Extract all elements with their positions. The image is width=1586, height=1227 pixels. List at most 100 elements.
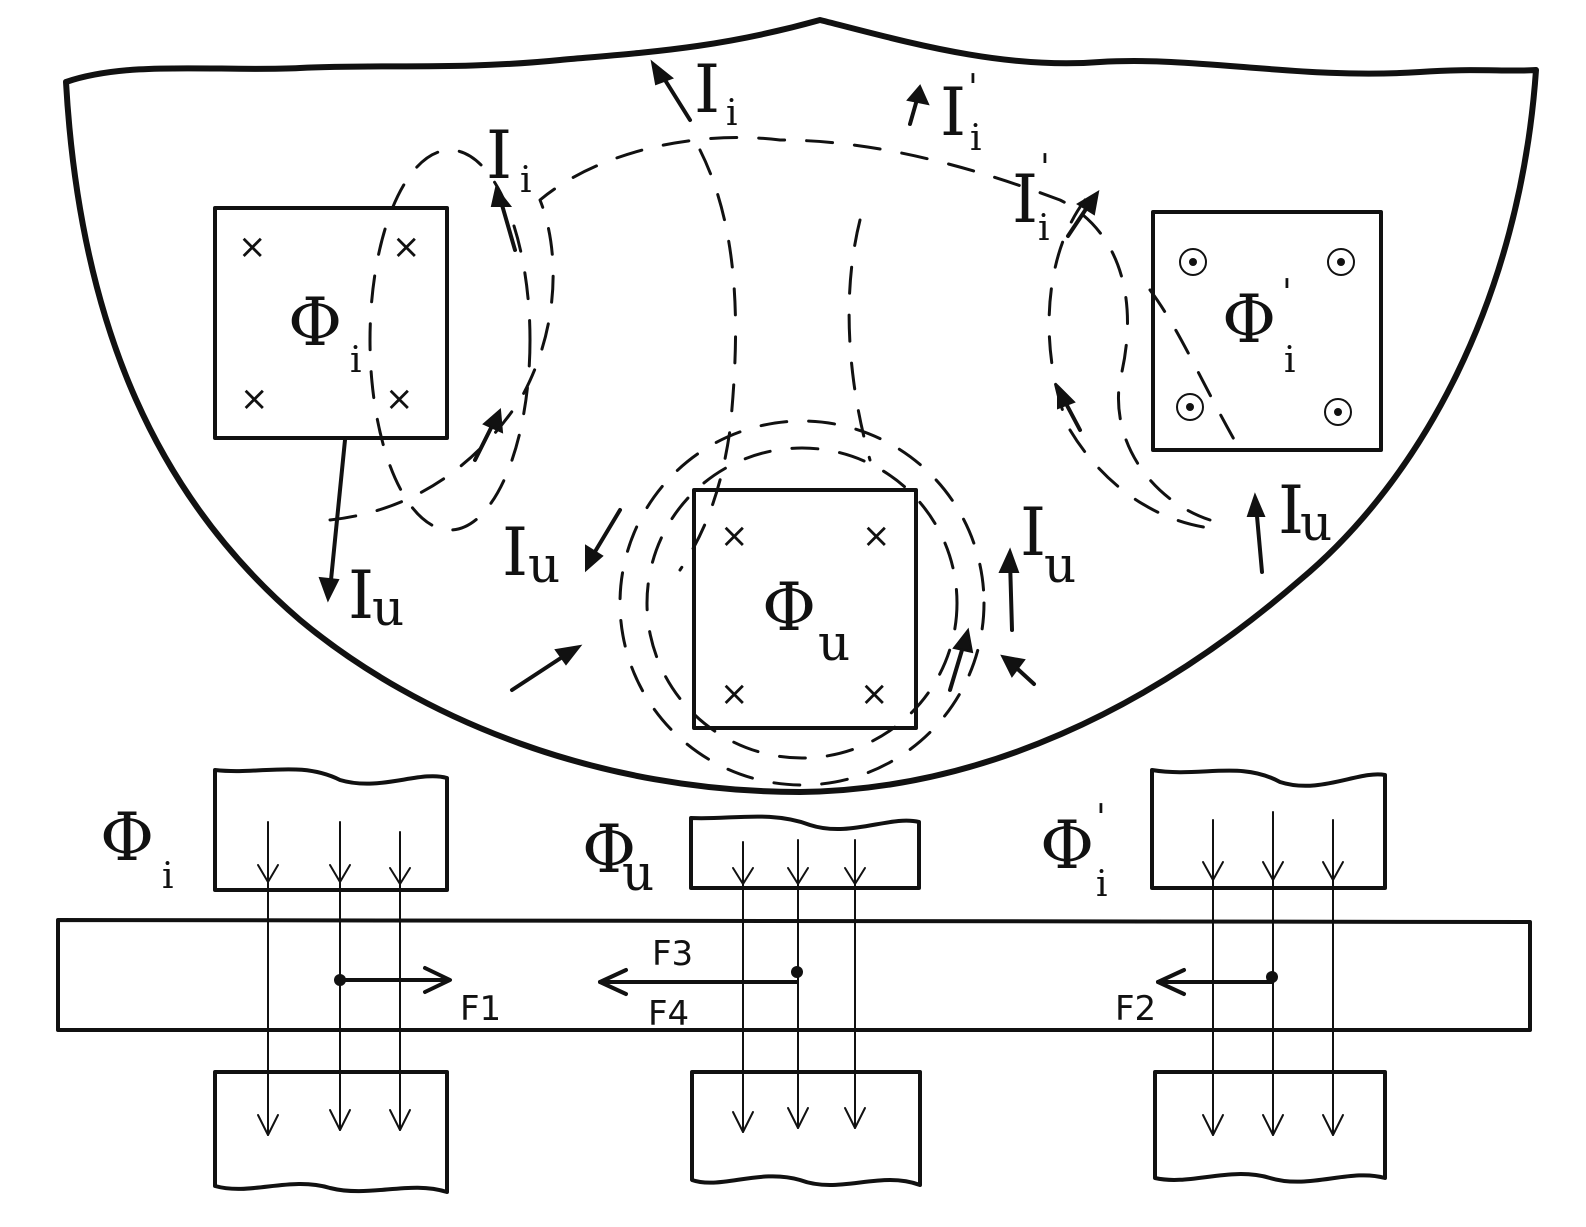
phi-i-lower-subscript: i	[162, 856, 174, 897]
flux-arrow-head	[257, 1114, 279, 1136]
pole-square-phi-i-prime	[1151, 210, 1383, 452]
I-i-left-label: I	[486, 117, 512, 194]
phi-i-prime-lower-label: Φ	[1040, 807, 1094, 884]
I-u-right-label: I	[1278, 472, 1304, 549]
I-i-top-label: I	[694, 51, 720, 128]
arrow-head	[650, 59, 674, 86]
upper-eddy-path	[328, 136, 1212, 522]
out-of-page-mark	[1324, 398, 1352, 426]
force-label-f3: F3	[652, 934, 693, 974]
flux-arrow-head	[1262, 861, 1284, 881]
flux-arrow-head	[787, 1107, 809, 1129]
eddy-current-loops	[328, 136, 1242, 787]
arrow-head	[554, 644, 583, 666]
left-eddy-loop	[368, 148, 532, 532]
right-inner-path	[1148, 288, 1242, 452]
phi-i-prime-upper-pole	[1150, 768, 1387, 890]
arrow-head	[490, 185, 513, 207]
arrow-head	[585, 544, 604, 573]
arrow-head	[1246, 492, 1266, 517]
phi-i-lower-pole	[213, 1070, 449, 1194]
flux-arrow-head	[1202, 861, 1224, 881]
force-arrow-head	[598, 968, 628, 996]
phi-i-label: Φ	[288, 284, 342, 361]
arrow-head	[1076, 190, 1100, 216]
out-of-page-dot	[1337, 258, 1345, 266]
cross-mark: ×	[860, 674, 889, 714]
phi-i-lower-label: Φ	[100, 799, 154, 876]
arrow-head	[906, 84, 930, 106]
pole-square-phi-i	[213, 206, 449, 440]
I-i-left-subscript: i	[520, 160, 532, 201]
phi-u-subscript: u	[818, 614, 850, 672]
out-of-page-dot	[1186, 403, 1194, 411]
center-right-path	[847, 218, 872, 462]
phi-u-upper-pole	[689, 814, 921, 890]
current-arrow	[328, 438, 347, 592]
phi-i-prime-lower-mark: '	[1096, 798, 1106, 839]
I-u-center-left-subscript: u	[528, 536, 560, 594]
disc-outline	[63, 17, 1539, 795]
phi-i-prime-lower-pole	[1153, 1070, 1387, 1184]
phi-u-label: Φ	[762, 569, 816, 646]
cross-mark: ×	[385, 379, 414, 419]
out-of-page-mark	[1327, 248, 1355, 276]
current-arrow	[510, 650, 572, 692]
right-eddy-path	[1047, 198, 1212, 530]
out-of-page-dot	[1189, 258, 1197, 266]
I-u-center-right-label: I	[1020, 494, 1046, 571]
flux-arrow-head	[787, 867, 809, 885]
I-i-prime-top-label: I	[940, 74, 966, 151]
flux-arrow-head	[329, 1109, 351, 1131]
I-u-center-left-label: I	[502, 514, 528, 591]
arrow-head	[1057, 383, 1076, 410]
dot-markers	[1176, 248, 1355, 426]
force-arrow-head	[1156, 968, 1186, 996]
cross-markers: × × × × × × × ×	[238, 227, 891, 714]
phi-i-prime-mark: '	[1282, 273, 1292, 314]
I-i-prime-top-mark: '	[968, 68, 978, 109]
I-i-prime-right-mark: '	[1040, 148, 1050, 189]
I-i-prime-right-subscript: i	[1038, 208, 1050, 249]
arrow-head	[998, 547, 1020, 573]
phi-i-upper-pole	[213, 767, 449, 892]
flux-arrow-head	[329, 864, 351, 883]
force-arrow-head	[423, 966, 452, 994]
cross-mark: ×	[862, 516, 891, 556]
force-label-f4: F4	[648, 994, 689, 1034]
flux-arrow-head	[389, 867, 411, 885]
I-i-prime-right-label: I	[1012, 161, 1038, 238]
I-i-top-subscript: i	[726, 93, 738, 134]
phi-u-lower-label: Φ	[582, 811, 636, 888]
flux-arrow-head	[1202, 1114, 1224, 1136]
force-origin-dot	[791, 966, 803, 978]
flux-arrow-head	[844, 1107, 866, 1129]
current-arrows	[318, 59, 1266, 692]
phi-i-prime-subscript: i	[1284, 340, 1296, 381]
force-arrows	[334, 966, 1278, 996]
inner-center-loop	[645, 446, 959, 760]
flux-arrow-head	[844, 867, 866, 885]
I-u-left-subscript: u	[372, 579, 404, 637]
I-u-right-subscript: u	[1300, 494, 1332, 552]
arrow-head	[482, 407, 504, 434]
out-of-page-mark	[1176, 393, 1204, 421]
cross-mark: ×	[720, 516, 749, 556]
force-label-f2: F2	[1115, 989, 1156, 1029]
force-label-f1: F1	[460, 989, 501, 1029]
arrow-head	[952, 627, 974, 654]
cross-mark: ×	[240, 379, 269, 419]
out-of-page-mark	[1179, 248, 1207, 276]
flux-arrow-head	[732, 1111, 754, 1133]
pole-square-phi-u	[692, 488, 918, 730]
out-of-page-dot	[1334, 408, 1342, 416]
cross-mark: ×	[238, 227, 267, 267]
center-left-path	[678, 148, 738, 572]
arrow-head	[1000, 654, 1026, 678]
flux-arrow-head	[1322, 1114, 1344, 1136]
I-u-left-label: I	[348, 557, 374, 634]
phi-i-prime-label: Φ	[1222, 281, 1276, 358]
arrow-head	[318, 576, 340, 603]
phi-i-subscript: i	[350, 340, 362, 381]
